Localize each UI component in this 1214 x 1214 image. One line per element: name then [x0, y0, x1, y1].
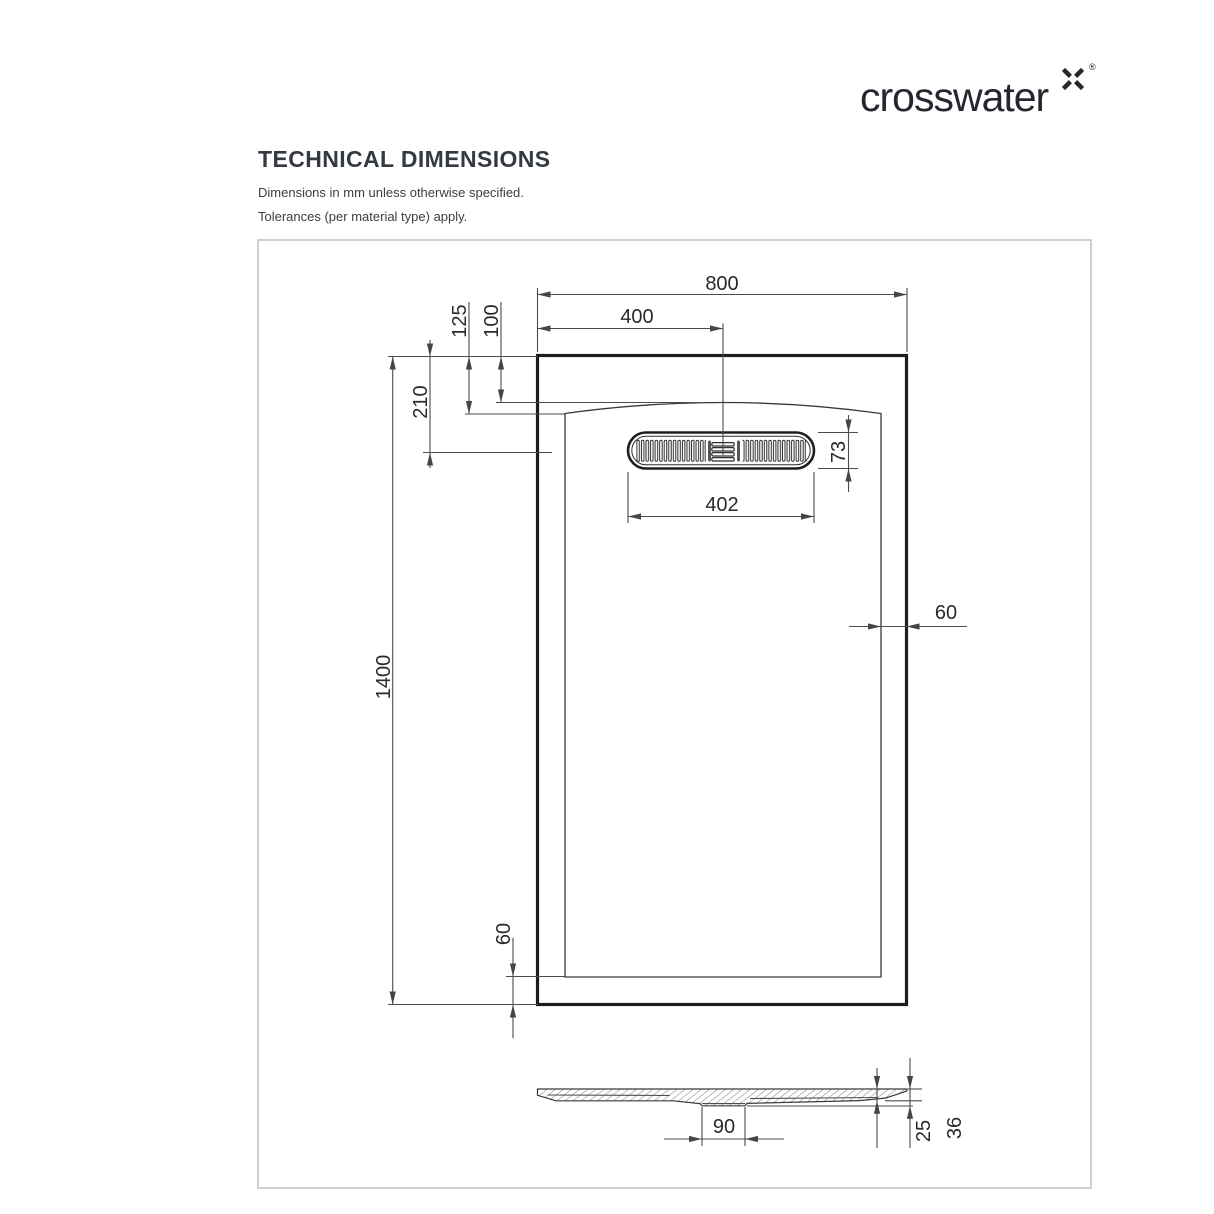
svg-text:125: 125: [449, 304, 471, 337]
plan-view: 800 400 125 100: [373, 273, 967, 1038]
dim-rim-to-floor-centre: 100: [481, 302, 505, 403]
dim-drain-centre-from-left: 400: [537, 306, 723, 332]
tray-floor: [564, 401, 882, 978]
svg-text:400: 400: [620, 306, 653, 328]
brand-x-icon: [1061, 67, 1085, 91]
dim-rim-to-floor-side: 125: [449, 302, 473, 414]
profile-section: [536, 1088, 908, 1107]
dim-bottom-border: 60: [493, 923, 517, 1038]
grate-slots-right: [742, 439, 807, 463]
grate-slots-left: [636, 439, 706, 463]
svg-text:100: 100: [481, 304, 503, 337]
dim-overall-height: 36: [906, 1058, 966, 1148]
note-tolerances: Tolerances (per material type) apply.: [258, 209, 468, 224]
brand-logo: crosswater ®: [860, 62, 1110, 134]
note-units: Dimensions in mm unless otherwise specif…: [258, 185, 524, 200]
brand-logo-text: crosswater: [860, 74, 1049, 120]
dim-edge-height: 25: [873, 1068, 935, 1148]
dim-grate-width: 402: [628, 494, 814, 520]
profile-view: 90 25 36: [536, 1058, 966, 1148]
registered-trademark: ®: [1089, 62, 1096, 72]
drain-grate: [626, 431, 816, 470]
extension-lines: [388, 288, 908, 1006]
svg-text:25: 25: [913, 1120, 935, 1142]
svg-text:73: 73: [828, 441, 850, 463]
dim-side-border: 60: [849, 602, 967, 630]
page-title: TECHNICAL DIMENSIONS: [258, 146, 551, 172]
title-block: TECHNICAL DIMENSIONS Dimensions in mm un…: [258, 146, 551, 233]
dim-overall-length: 1400: [373, 356, 396, 1005]
grate-separator-right: [737, 440, 740, 462]
tray-outline: [535, 353, 909, 1007]
svg-text:800: 800: [705, 273, 738, 295]
svg-text:60: 60: [493, 923, 515, 945]
drawing-border: [257, 239, 1092, 1189]
dim-overall-width: 800: [537, 273, 907, 298]
dim-rim-to-drain-centre: 210: [410, 340, 434, 468]
grate-separator-left: [708, 440, 711, 462]
dim-waste-boss-width: 90: [664, 1107, 784, 1146]
svg-text:90: 90: [713, 1116, 735, 1138]
svg-text:36: 36: [944, 1117, 966, 1139]
svg-text:60: 60: [935, 602, 957, 624]
dim-grate-depth: 73: [828, 415, 852, 492]
svg-text:1400: 1400: [373, 655, 395, 700]
profile-detail-lines: [547, 1088, 922, 1107]
svg-text:402: 402: [705, 494, 738, 516]
svg-text:210: 210: [410, 385, 432, 418]
